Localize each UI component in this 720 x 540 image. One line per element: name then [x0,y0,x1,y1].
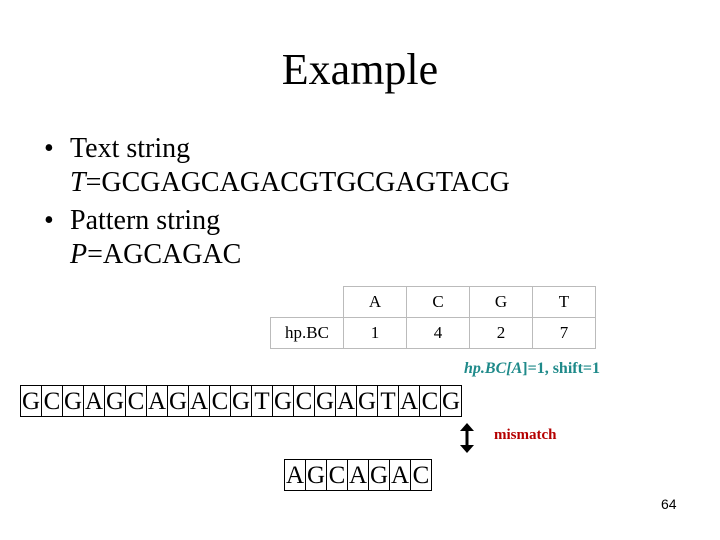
shift-note: hp.BC[A]=1, shift=1 [464,360,600,378]
pattern-string-value: P=AGCAGAC [70,238,241,272]
sequence-cell: A [347,459,369,491]
table-row: hp.BC 1 4 2 7 [270,317,596,349]
sequence-cell: A [188,385,210,417]
sequence-cell: G [62,385,84,417]
sequence-cell: A [83,385,105,417]
sequence-cell: C [326,459,348,491]
sequence-cell: G [230,385,252,417]
sequence-cell: A [398,385,420,417]
sequence-cell: C [125,385,147,417]
bullet-dot: • [44,133,54,164]
note-suffix: ]=1, shift=1 [522,360,601,377]
sequence-cell: G [305,459,327,491]
table-header-cell: A [343,286,407,318]
table-row-label: hp.BC [270,317,344,349]
bullet-text-string: • Text string [44,132,190,166]
pattern-variable: P [70,239,88,270]
sequence-cell: C [293,385,315,417]
table-cell: 4 [406,317,470,349]
text-string-value: T=GCGAGCAGACGTGCGAGTACG [70,166,510,200]
page-number: 64 [661,496,677,512]
mismatch-label: mismatch [494,427,557,443]
text-variable: T [70,167,86,198]
text-value: =GCGAGCAGACGTGCGAGTACG [85,167,510,198]
table-corner [271,287,344,318]
sequence-cell: C [209,385,231,417]
sequence-cell: A [146,385,168,417]
table-header-cell: C [406,286,470,318]
note-prefix: hp.BC[ [464,360,512,377]
sequence-cell: T [251,385,273,417]
bullet-label: Pattern string [70,205,221,236]
sequence-cell: A [284,459,306,491]
sequence-cell: G [167,385,189,417]
sequence-cell: G [272,385,294,417]
bullet-pattern-string: • Pattern string [44,204,220,238]
double-arrow-icon [460,423,474,453]
sequence-cell: A [389,459,411,491]
sequence-cell: G [440,385,462,417]
table-header-cell: T [532,286,596,318]
bad-character-table: A C G T hp.BC 1 4 2 7 [270,286,596,349]
table-header-cell: G [469,286,533,318]
table-cell: 1 [343,317,407,349]
sequence-cell: C [419,385,441,417]
pattern-value: =AGCAGAC [87,239,242,270]
bullet-dot: • [44,205,54,236]
sequence-cell: G [20,385,42,417]
sequence-cell: C [41,385,63,417]
sequence-cell: G [314,385,336,417]
table-cell: 2 [469,317,533,349]
sequence-cell: C [410,459,432,491]
sequence-cell: G [104,385,126,417]
sequence-cell: T [377,385,399,417]
table-header-row: A C G T [271,286,596,318]
sequence-cell: G [356,385,378,417]
bullet-label: Text string [70,133,191,164]
sequence-cell: G [368,459,390,491]
table-cell: 7 [532,317,596,349]
slide-title: Example [281,45,439,94]
note-index: A [511,360,523,377]
sequence-cell: A [335,385,357,417]
